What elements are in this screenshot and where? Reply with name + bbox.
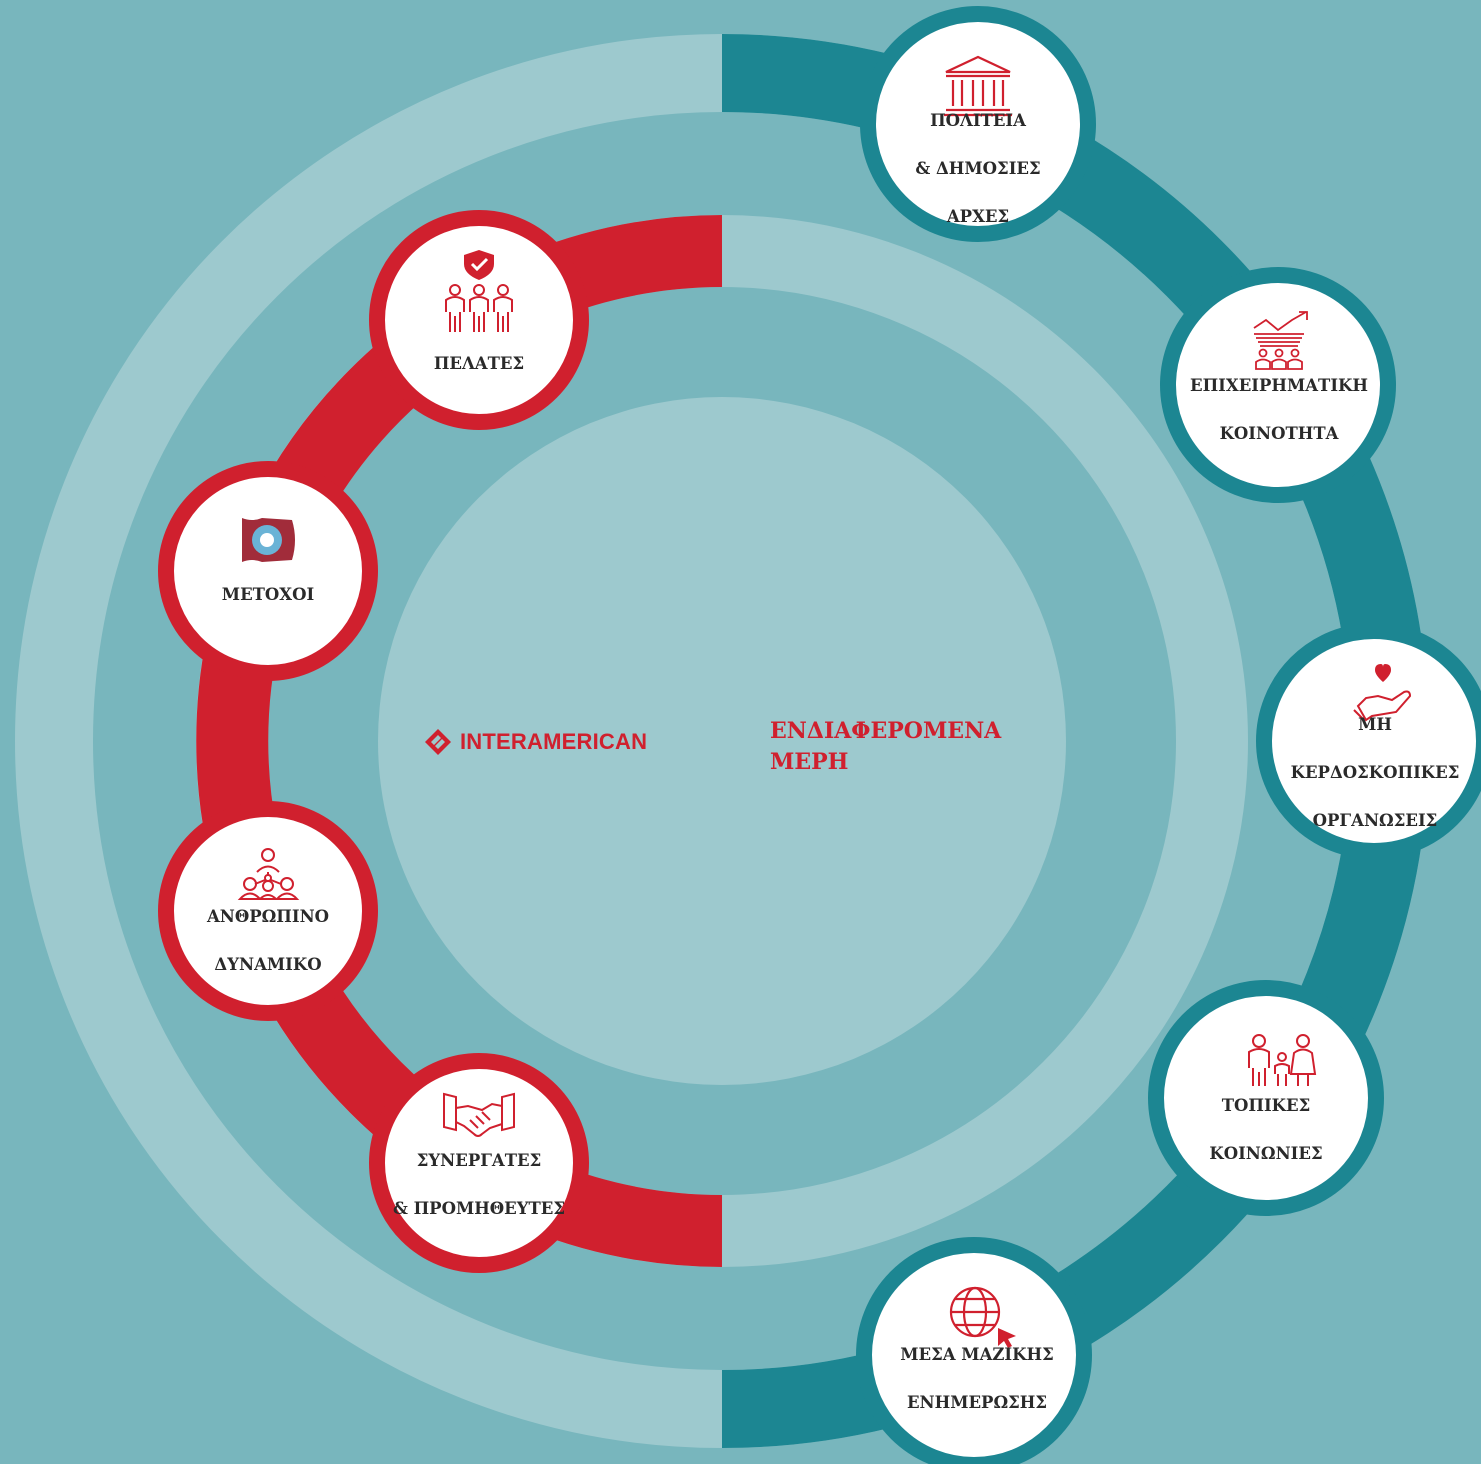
node-media — [856, 1237, 1092, 1464]
center-title-line: ΕΝΔΙΑΦΕΡΟΜΕΝΑ — [770, 718, 1002, 744]
label-line: ΠΕΛΑΤΕΣ — [433, 354, 525, 373]
center-title: ΕΝΔΙΑΦΕΡΟΜΕΝΑ ΜΕΡΗ — [770, 716, 1001, 778]
label-line: ΚΕΡΔΟΣΚΟΠΙΚΕΣ — [1290, 763, 1460, 782]
node-local-communities — [1148, 980, 1384, 1216]
label-line: ΚΟΙΝΩΝΙΕΣ — [1209, 1144, 1323, 1163]
node-circle — [158, 801, 378, 1021]
brand: INTERAMERICAN — [424, 727, 647, 757]
label-line: ΠΟΛΙΤΕΙΑ — [930, 111, 1026, 130]
label-human-resources: ΑΝΘΡΩΠΙΝΟ ΔΥΝΑΜΙΚΟ — [207, 881, 329, 1001]
label-nonprofits: ΜΗ ΚΕΡΔΟΣΚΟΠΙΚΕΣ ΟΡΓΑΝΩΣΕΙΣ — [1291, 689, 1460, 857]
node-circle — [1148, 980, 1384, 1216]
node-nonprofits — [1256, 623, 1481, 859]
node-partners — [369, 1053, 589, 1273]
label-line: ΚΟΙΝΟΤΗΤΑ — [1219, 424, 1339, 443]
government-building-icon — [944, 55, 1012, 117]
label-line: ΟΡΓΑΝΩΣΕΙΣ — [1312, 811, 1438, 830]
label-media: ΜΕΣΑ ΜΑΖΙΚΗΣ ΕΝΗΜΕΡΩΣΗΣ — [900, 1319, 1053, 1439]
label-line: & ΠΡΟΜΗΘΕΥΤΕΣ — [392, 1199, 566, 1218]
label-line: ΜΗ — [1358, 715, 1392, 734]
node-circle — [860, 6, 1096, 242]
node-human-resources — [158, 801, 378, 1021]
brand-name: INTERAMERICAN — [460, 729, 648, 754]
node-shareholders — [158, 461, 378, 681]
heart-hand-icon — [1353, 664, 1412, 722]
business-growth-icon — [1253, 311, 1308, 370]
label-line: ΕΝΗΜΕΡΩΣΗΣ — [906, 1393, 1048, 1412]
label-business-community: ΕΠΙΧΕΙΡΗΜΑΤΙΚΗ ΚΟΙΝΟΤΗΤΑ — [1190, 350, 1368, 470]
label-customers: ΠΕΛΑΤΕΣ — [434, 328, 524, 400]
label-line: ΑΝΘΡΩΠΙΝΟ — [206, 907, 330, 926]
shareholders-logo-icon — [242, 518, 295, 562]
label-line: ΕΠΙΧΕΙΡΗΜΑΤΙΚΗ — [1190, 376, 1368, 395]
handshake-icon — [443, 1092, 515, 1137]
label-line: ΣΥΝΕΡΓΑΤΕΣ — [416, 1151, 542, 1170]
label-line: ΤΟΠΙΚΕΣ — [1221, 1096, 1311, 1115]
label-line: ΑΡΧΕΣ — [946, 207, 1010, 226]
team-network-icon — [237, 848, 300, 900]
label-line: ΜΕΣΑ ΜΑΖΙΚΗΣ — [900, 1345, 1054, 1364]
node-circle — [158, 461, 378, 681]
center-disc — [378, 397, 1066, 1085]
label-partners: ΣΥΝΕΡΓΑΤΕΣ & ΠΡΟΜΗΘΕΥΤΕΣ — [393, 1125, 565, 1245]
node-state — [860, 6, 1096, 242]
center-title-line: ΜΕΡΗ — [770, 749, 849, 775]
label-line: ΜΕΤΟΧΟΙ — [221, 585, 315, 604]
node-circle — [1256, 623, 1481, 859]
label-state: ΠΟΛΙΤΕΙΑ & ΔΗΜΟΣΙΕΣ ΑΡΧΕΣ — [915, 85, 1040, 253]
family-icon — [1248, 1034, 1317, 1086]
label-line: & ΔΗΜΟΣΙΕΣ — [915, 159, 1041, 178]
customers-shield-icon — [445, 250, 513, 332]
node-circle — [1160, 267, 1396, 503]
label-shareholders: ΜΕΤΟΧΟΙ — [222, 559, 314, 631]
globe-cursor-icon — [949, 1286, 1016, 1348]
interamerican-logo-icon — [425, 729, 451, 755]
node-circle — [856, 1237, 1092, 1464]
node-circle — [369, 1053, 589, 1273]
label-local-communities: ΤΟΠΙΚΕΣ ΚΟΙΝΩΝΙΕΣ — [1209, 1070, 1322, 1190]
label-line: ΔΥΝΑΜΙΚΟ — [214, 955, 322, 974]
node-business-community — [1160, 267, 1396, 503]
